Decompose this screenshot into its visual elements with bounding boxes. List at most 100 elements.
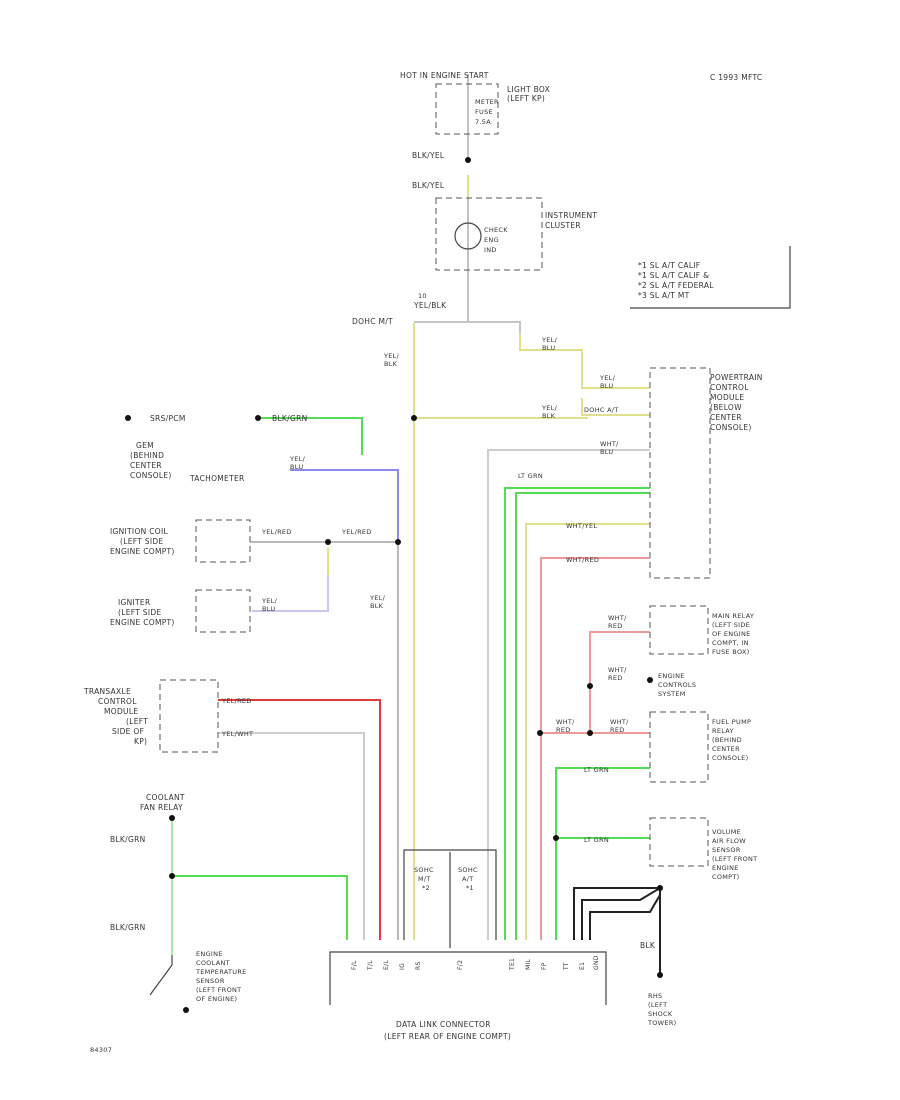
igniter-label-1: IGNITER: [118, 598, 150, 607]
wire-label-relay-b: RED: [608, 622, 623, 630]
main-relay-label-1: MAIN RELAY: [712, 612, 754, 620]
wire-label-dohc-at: DOHC A/T: [584, 406, 619, 414]
hot-label: HOT IN ENGINE START: [400, 71, 489, 80]
wire-label-fp-b: RED: [556, 726, 571, 734]
sohc-at-label-1: SOHC: [458, 866, 478, 874]
dlc-pin-9: FP: [541, 962, 548, 970]
wire-blk-grn-gem: [258, 417, 363, 455]
pcm-label-5: CENTER: [710, 413, 742, 422]
fuse-label-2: FUSE: [475, 108, 493, 116]
cluster-outline: [435, 197, 543, 271]
wire-label-ecs-b: RED: [608, 674, 623, 682]
main-relay-label-2: (LEFT SIDE: [712, 621, 750, 629]
wire-wht-red: [540, 557, 650, 940]
ect-label-1: ENGINE: [196, 950, 223, 958]
ecs-label-3: SYSTEM: [658, 690, 686, 698]
check-lamp-label-2: ENG: [484, 236, 499, 244]
dlc-pin-4: IG: [399, 963, 406, 970]
check-lamp-icon: [454, 222, 482, 250]
wire-label-ign-b: YEL/RED: [341, 528, 372, 536]
dlc-outline: [329, 951, 607, 1005]
gem-label-4: CONSOLE): [130, 471, 172, 480]
wire-label-ign-v-a: YEL/: [369, 594, 386, 602]
wire-yel-blu-pcm: [519, 333, 650, 389]
ground-label-1: RHS: [648, 992, 662, 1000]
wire-label-yel-red-tcm: YEL/RED: [221, 697, 252, 705]
wire-label-fp-a: WHT/: [556, 718, 575, 726]
vaf-label-3: SENSOR: [712, 846, 741, 854]
wire-label-yel-blu-tach-a: YEL/: [289, 455, 306, 463]
dlc-label-1: DATA LINK CONNECTOR: [396, 1020, 491, 1029]
dlc-pin-7: TE1: [509, 958, 516, 971]
fp-relay-label-3: (BEHIND: [712, 736, 742, 744]
wire-label-yel-blu-2a: YEL/: [599, 374, 616, 382]
note-line-4: *3 SL A/T MT: [638, 291, 690, 300]
ground-label-2: (LEFT: [648, 1001, 667, 1009]
wire-label-yel-blu-tach-b: BLU: [290, 463, 303, 471]
ignition-coil-box: [195, 519, 251, 563]
ect-label-4: SENSOR: [196, 977, 225, 985]
dlc-pin-11: E1: [579, 962, 586, 970]
vaf-label-2: AIR FLOW: [712, 837, 746, 845]
wire-label-wht-red: WHT/RED: [566, 556, 599, 564]
wire-label-fp-c: WHT/: [610, 718, 629, 726]
wire-label-blk-yel-1: BLK/YEL: [412, 151, 445, 160]
wire-label-wht-blu-b: BLU: [600, 448, 613, 456]
fuse-box-label-1: LIGHT BOX: [507, 85, 550, 94]
tachometer-label: TACHOMETER: [189, 474, 245, 483]
wire-label-yel-blk-v1: YEL/: [383, 352, 400, 360]
wire-label-yel-blu-1a: YEL/: [541, 336, 558, 344]
wire-label-blk-grn-gem: BLK/GRN: [272, 414, 308, 423]
vaf-label-6: COMPT): [712, 873, 740, 881]
wire-label-ign-v-b: BLK: [370, 602, 384, 610]
wire-lt-grn-main: [504, 487, 650, 940]
check-lamp-label-3: IND: [484, 246, 497, 254]
dlc-pin-1: F/L: [351, 960, 358, 970]
dlc-pin-6: F/2: [457, 960, 464, 970]
sohc-mt-label-1: SOHC: [414, 866, 434, 874]
wire-label-lt-grn: LT GRN: [518, 472, 543, 480]
tcm-label-2: CONTROL: [98, 697, 137, 706]
note-line-1: *1 SL A/T CALIF: [638, 261, 700, 270]
dlc-pin-10: TT: [563, 962, 570, 971]
wire-label-wht-yel: WHT/YEL: [566, 522, 597, 530]
wire-label-yel-blk-2a: YEL/: [541, 404, 558, 412]
ect-label-5: (LEFT FRONT: [196, 986, 241, 994]
dlc-pin-3: E/L: [383, 960, 390, 970]
note-line-2: *1 SL A/T CALIF &: [638, 271, 709, 280]
pcm-label-2: CONTROL: [710, 383, 749, 392]
ect-label-2: COOLANT: [196, 959, 230, 967]
fp-relay-label-2: RELAY: [712, 727, 734, 735]
fp-relay-label-1: FUEL PUMP: [712, 718, 751, 726]
fan-relay-label-1: COOLANT: [146, 793, 185, 802]
dlc-label-2: (LEFT REAR OF ENGINE COMPT): [384, 1032, 511, 1041]
main-relay-label-5: FUSE BOX): [712, 648, 750, 656]
note-line-3: *2 SL A/T FEDERAL: [638, 281, 714, 290]
srs-link-label: SRS/PCM: [150, 414, 186, 423]
cluster-label-1: INSTRUMENT: [545, 211, 597, 220]
wire-label-yel-wht-tcm: YEL/WHT: [221, 730, 253, 738]
wire-label-wht-blu-a: WHT/: [600, 440, 619, 448]
wire-label-ecs-a: WHT/: [608, 666, 627, 674]
wire-label-yel-blu-2b: BLU: [600, 382, 613, 390]
tcm-label-3: MODULE: [104, 707, 138, 716]
wire-label-blk-grn-2: BLK/GRN: [110, 923, 146, 932]
sohc-mt-label-2: M/T: [418, 875, 431, 883]
ect-label-6: OF ENGINE): [196, 995, 237, 1003]
fuse-label-3: 7.5A: [475, 118, 491, 126]
wire-wht-yel: [525, 523, 650, 940]
igniter-box: [195, 589, 251, 633]
wire-label-igniter-a: YEL/: [261, 597, 278, 605]
wire-blk-grn-dlc: [172, 875, 348, 940]
corner-note: C 1993 MFTC: [710, 73, 762, 82]
wire-lt-grn-2: [515, 492, 650, 940]
figure-id: 84307: [90, 1046, 112, 1054]
main-relay-label-3: OF ENGINE: [712, 630, 751, 638]
wire-yel-wht-tcm: [218, 732, 365, 940]
wire-label-blk-grn-1: BLK/GRN: [110, 835, 146, 844]
sohc-mt-label-3: *2: [422, 884, 430, 892]
wire-label-lt-grn-fp: LT GRN: [584, 766, 609, 774]
ground-label-3: SHOCK: [648, 1010, 673, 1018]
tcm-box: [159, 679, 219, 753]
